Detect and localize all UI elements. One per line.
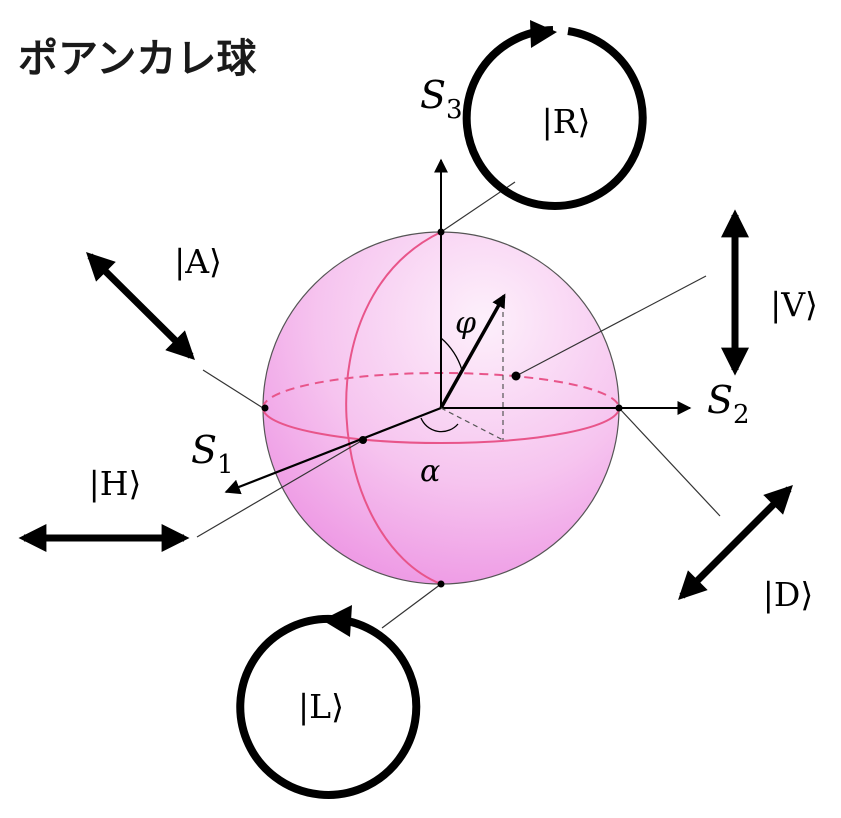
- point-left: [261, 404, 269, 412]
- meridian: [345, 231, 442, 585]
- state-d-label: |D⟩: [763, 575, 813, 614]
- alpha-arc: [420, 417, 459, 433]
- leader-v: [515, 275, 707, 377]
- right-circular-icon: [462, 20, 647, 210]
- axis-s1: [224, 406, 442, 495]
- state-a-label: |A⟩: [174, 242, 222, 281]
- leader-l: [381, 583, 442, 629]
- figure-title: ポアンカレ球: [18, 36, 257, 82]
- alpha-label: α: [420, 454, 440, 489]
- equator-front: [262, 407, 620, 444]
- point-state: [511, 371, 521, 381]
- point-top: [437, 228, 445, 236]
- state-v-label: |V⟩: [770, 285, 818, 324]
- state-vector: [439, 293, 506, 409]
- leader-h: [196, 439, 364, 538]
- state-l-label: |L⟩: [298, 687, 344, 726]
- point-right: [615, 404, 623, 412]
- state-r-label: |R⟩: [542, 102, 591, 141]
- axis-s2-label: S2: [707, 378, 750, 430]
- left-circular-icon: [236, 605, 421, 799]
- state-h-label: |H⟩: [89, 464, 142, 503]
- antidiagonal-arrow-icon: [86, 252, 195, 360]
- phi-label: φ: [455, 306, 476, 341]
- point-bottom: [437, 580, 445, 588]
- diagonal-arrow-icon: [678, 485, 793, 600]
- projection-horizontal: [440, 407, 504, 441]
- point-front: [359, 436, 367, 444]
- leader-a: [202, 369, 264, 409]
- axis-s1-label: S1: [191, 428, 234, 480]
- axis-s3-label: S3: [420, 73, 463, 125]
- leader-d: [618, 407, 721, 517]
- phi-arc: [440, 337, 463, 371]
